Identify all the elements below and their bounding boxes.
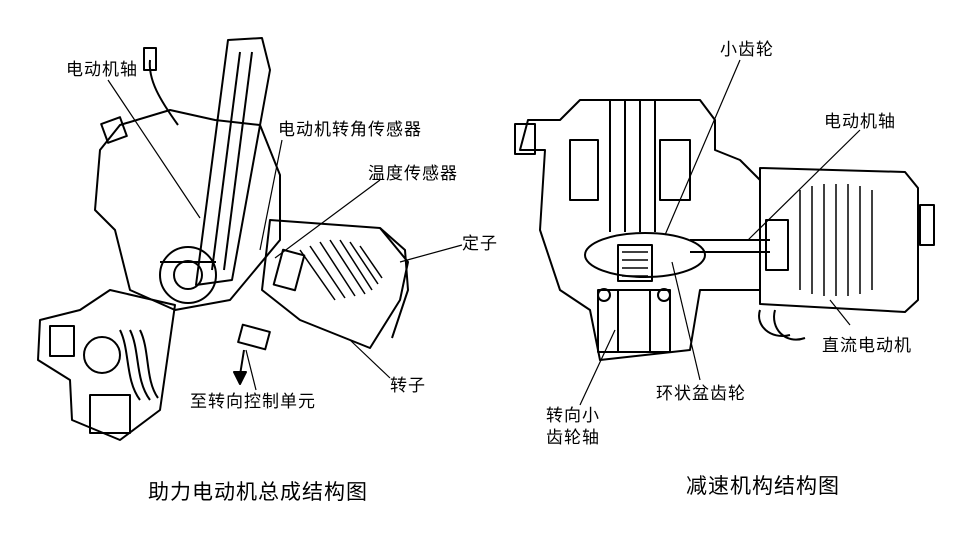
label-rotor: 转子 [390, 376, 426, 396]
column-housing [195, 37, 271, 286]
left-assembly-drawing [37, 37, 409, 441]
gear-housing [94, 109, 281, 311]
label-steering-pinion-line2: 齿轮轴 [546, 428, 600, 448]
label-small-gear: 小齿轮 [720, 40, 774, 60]
label-ring-bevel-gear: 环状盆齿轮 [656, 384, 746, 404]
motor-body [261, 219, 409, 349]
caption-right: 减速机构结构图 [686, 474, 840, 498]
label-motor-shaft-left: 电动机轴 [66, 60, 138, 80]
pinion-shaft-block [597, 289, 671, 353]
label-to-control-unit: 至转向控制单元 [190, 392, 316, 412]
right-reduction-drawing [514, 99, 935, 361]
leader-lines [107, 59, 861, 406]
rack-housing [37, 289, 176, 441]
gearbox-housing [519, 99, 761, 361]
label-stator: 定子 [462, 234, 498, 254]
label-motor-shaft-right: 电动机轴 [824, 112, 896, 132]
label-steering-pinion-line1: 转向小 [546, 406, 600, 426]
label-temp-sensor: 温度传感器 [368, 164, 458, 184]
dc-motor-body [759, 167, 919, 313]
label-dc-motor: 直流电动机 [822, 336, 912, 356]
label-angle-sensor: 电动机转角传感器 [278, 120, 422, 140]
caption-left: 助力电动机总成结构图 [148, 480, 368, 504]
